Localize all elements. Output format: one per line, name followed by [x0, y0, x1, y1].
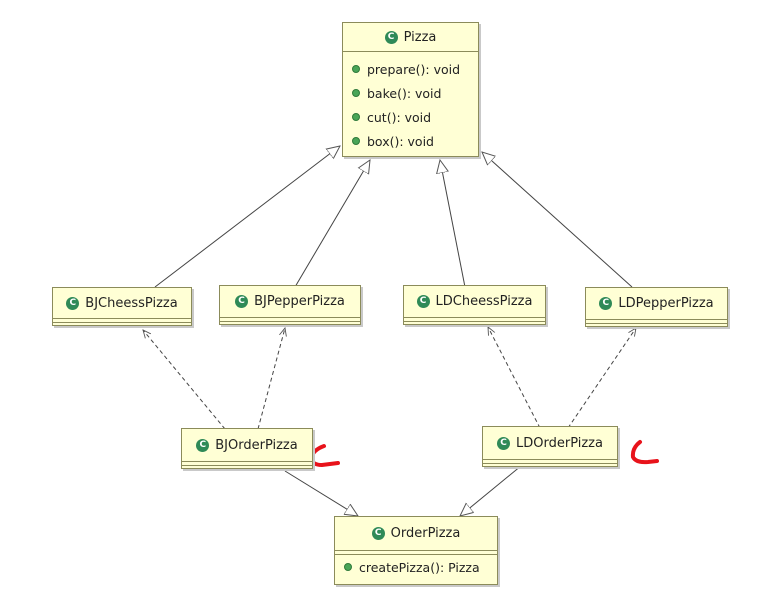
- class-name: BJPepperPizza: [254, 294, 345, 309]
- depend-edge-bjorder-bjcheess: [143, 330, 226, 430]
- class-name: LDOrderPizza: [516, 435, 603, 451]
- inherit-edge-bjorder-order: [284, 470, 358, 516]
- depend-edge-bjorder-bjpepper: [257, 328, 285, 430]
- class-name: BJOrderPizza: [215, 437, 298, 453]
- method-row[interactable]: box(): void: [343, 129, 478, 153]
- class-c-icon: C: [497, 436, 510, 450]
- class-name: Pizza: [403, 29, 437, 45]
- class-ldpepperpizza[interactable]: C LDPepperPizza: [585, 287, 728, 327]
- inherit-edge-ldpepper: [482, 152, 633, 288]
- class-pizza[interactable]: C Pizza prepare(): void bake(): void cut…: [342, 22, 479, 157]
- class-ldorderpizza[interactable]: C LDOrderPizza: [482, 426, 618, 467]
- inherit-edge-bjcheess: [154, 146, 340, 288]
- red-mark-bjorder: [308, 444, 340, 468]
- method-row[interactable]: prepare(): void: [343, 57, 478, 81]
- inherit-edge-bjpepper: [294, 160, 370, 288]
- public-method-dot-icon: [352, 65, 360, 73]
- public-method-dot-icon: [344, 563, 352, 571]
- class-c-icon: C: [599, 297, 613, 310]
- class-orderpizza[interactable]: C OrderPizza createPizza(): Pizza: [334, 516, 498, 585]
- depend-edge-ldorder-ldcheess: [488, 327, 541, 429]
- class-c-icon: C: [66, 296, 80, 310]
- public-method-dot-icon: [352, 113, 360, 121]
- method-row[interactable]: cut(): void: [343, 105, 478, 129]
- class-name: LDCheessPizza: [435, 294, 533, 309]
- class-bjpepperpizza[interactable]: C BJPepperPizza: [219, 285, 361, 325]
- class-name: OrderPizza: [390, 526, 461, 541]
- class-name: BJCheessPizza: [85, 295, 178, 311]
- inherit-edge-ldcheess: [440, 160, 466, 288]
- public-method-dot-icon: [352, 89, 360, 97]
- class-c-icon: C: [235, 295, 249, 308]
- depend-edge-ldorder-ldpepper: [567, 328, 636, 429]
- class-c-icon: C: [371, 527, 385, 540]
- class-name: LDPepperPizza: [618, 296, 714, 311]
- public-method-dot-icon: [352, 137, 360, 145]
- class-bjorderpizza[interactable]: C BJOrderPizza: [181, 428, 313, 469]
- class-c-icon: C: [384, 30, 398, 44]
- class-ldcheesspizza[interactable]: C LDCheessPizza: [403, 285, 546, 325]
- red-mark-ldorder: [630, 440, 659, 465]
- inherit-edge-ldorder-order: [460, 460, 528, 516]
- method-row[interactable]: createPizza(): Pizza: [335, 555, 497, 579]
- class-bjcheesspizza[interactable]: C BJCheessPizza: [52, 287, 192, 326]
- method-row[interactable]: bake(): void: [343, 81, 478, 105]
- class-c-icon: C: [196, 438, 210, 452]
- class-c-icon: C: [416, 295, 430, 308]
